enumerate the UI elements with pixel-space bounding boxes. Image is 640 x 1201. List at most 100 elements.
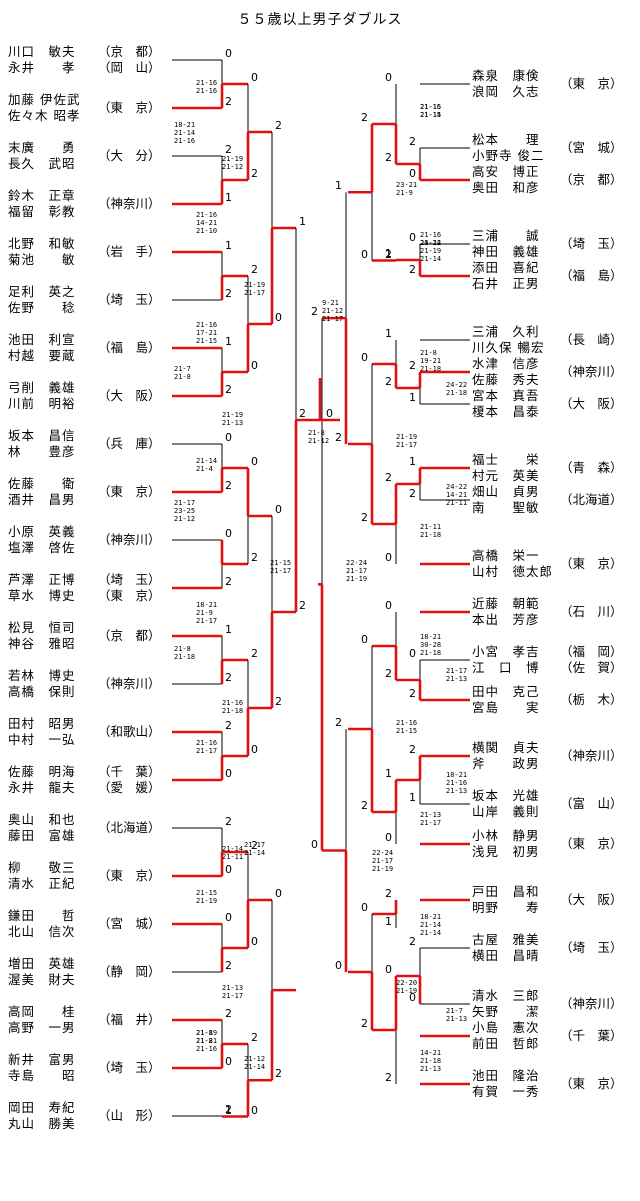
score-count: 0 <box>251 71 258 84</box>
score-count: 2 <box>251 263 258 276</box>
score-count: 1 <box>385 247 392 260</box>
score-count: 2 <box>385 667 392 680</box>
prefecture-label: （栃 木） <box>560 692 623 707</box>
prefecture-label: （長 崎） <box>560 332 623 347</box>
score-count: 0 <box>251 359 258 372</box>
score-count: 2 <box>225 143 232 156</box>
player-name: 高橋 栄一 <box>472 548 540 563</box>
game-score: 21-19 <box>420 247 442 255</box>
score-count: 0 <box>326 407 333 420</box>
prefecture-label: （神奈川） <box>560 996 623 1011</box>
score-count: 2 <box>251 1031 258 1044</box>
prefecture-label: （埼 玉） <box>560 236 623 251</box>
game-score: 18-21 <box>174 121 196 129</box>
game-score: 22-24 <box>372 849 394 857</box>
player-name: 川口 敏夫 <box>8 44 76 59</box>
game-score: 21-16 <box>396 719 418 727</box>
game-score: 21-12 <box>308 437 330 445</box>
player-name: 池田 利宣 <box>8 332 76 347</box>
player-name: 森泉 康倹 <box>472 68 540 83</box>
score-count: 2 <box>385 375 392 388</box>
score-count: 2 <box>409 935 416 948</box>
score-count: 1 <box>225 335 232 348</box>
prefecture-label: （大 分） <box>98 148 161 163</box>
player-name: 若林 博史 <box>8 668 76 683</box>
game-score: 14-21 <box>420 1049 442 1057</box>
player-name: 浪岡 久志 <box>472 84 540 99</box>
score-count: 0 <box>225 47 232 60</box>
score-count: 0 <box>225 911 232 924</box>
prefecture-label: （神奈川） <box>98 532 161 547</box>
player-name: 北山 信次 <box>8 924 76 939</box>
player-name: 小島 憲次 <box>472 1020 540 1035</box>
player-name: 小野寺 俊二 <box>472 148 545 163</box>
game-score: 21-19 <box>244 281 266 289</box>
player-name: 山岸 義則 <box>472 804 540 819</box>
player-name: 小原 英義 <box>8 524 76 539</box>
game-score: 21-11 <box>446 499 468 507</box>
game-score: 24-22 <box>446 483 468 491</box>
prefecture-label: （東 京） <box>98 100 161 115</box>
score-count: 0 <box>409 231 416 244</box>
player-name: 佐藤 衛 <box>8 476 76 491</box>
player-name: 横関 貞夫 <box>472 740 540 755</box>
player-name: 本出 芳彦 <box>472 612 540 627</box>
game-score: 21-12 <box>322 307 344 315</box>
score-count: 0 <box>385 831 392 844</box>
score-count: 2 <box>225 95 232 108</box>
player-name: 弓削 義雄 <box>8 380 76 395</box>
player-name: 古屋 雅美 <box>472 932 540 947</box>
score-count: 0 <box>225 863 232 876</box>
player-name: 塩澤 啓佐 <box>8 540 76 555</box>
score-count: 2 <box>225 815 232 828</box>
player-name: 高安 博正 <box>472 164 540 179</box>
player-name: 山村 徳太郎 <box>472 564 554 579</box>
prefecture-label: （宮 城） <box>560 140 623 155</box>
game-score: 21-16 <box>196 739 218 747</box>
game-score: 21-11 <box>222 853 244 861</box>
score-count: 0 <box>361 247 368 261</box>
score-count: 0 <box>251 455 258 468</box>
prefecture-label: （大 阪） <box>560 396 623 411</box>
score-count: 1 <box>409 455 416 468</box>
prefecture-label: （埼 玉） <box>560 940 623 955</box>
score-count: 2 <box>225 287 232 300</box>
score-count: 2 <box>409 687 416 700</box>
game-score: 21-13 <box>420 1065 442 1073</box>
score-count: 0 <box>225 1055 232 1068</box>
game-score: 22-24 <box>346 559 368 567</box>
player-name: 川久保 暢宏 <box>472 340 545 355</box>
player-name: 神谷 雅昭 <box>8 636 76 651</box>
prefecture-label: （北海道） <box>560 492 623 507</box>
game-score: 18-21 <box>420 913 442 921</box>
player-name: 鈴木 正章 <box>8 188 76 203</box>
score-count: 0 <box>251 743 258 756</box>
score-count: 2 <box>299 599 306 612</box>
player-name: 横田 昌晴 <box>472 948 540 963</box>
score-count: 0 <box>225 431 232 444</box>
score-count: 0 <box>251 1103 258 1117</box>
prefecture-label: （千 葉） <box>98 764 161 779</box>
game-score: 21-19 <box>372 865 394 873</box>
player-name: 奥山 和也 <box>8 812 76 827</box>
game-score: 21-9 <box>196 609 213 617</box>
player-name: 小宮 孝吉 <box>472 644 540 659</box>
prefecture-label: （山 形） <box>98 1108 161 1123</box>
player-name: 小林 静男 <box>472 828 540 843</box>
game-score: 21-17 <box>346 567 368 575</box>
game-score: 21-15 <box>270 559 292 567</box>
player-name: 足利 英之 <box>8 284 76 299</box>
game-score: 14-21 <box>196 219 218 227</box>
game-score: 21-8 <box>196 1029 213 1037</box>
player-name: 南 聖敏 <box>472 500 540 515</box>
score-count: 0 <box>251 935 258 948</box>
player-name: 奥田 和彦 <box>472 180 540 195</box>
score-count: 2 <box>225 671 232 684</box>
score-count: 0 <box>409 167 416 180</box>
player-name: 永井 龍夫 <box>8 780 76 795</box>
game-score: 21-10 <box>196 227 218 235</box>
game-score: 21-15 <box>196 889 218 897</box>
prefecture-label: （石 川） <box>560 604 623 619</box>
prefecture-label: （北海道） <box>98 820 161 835</box>
